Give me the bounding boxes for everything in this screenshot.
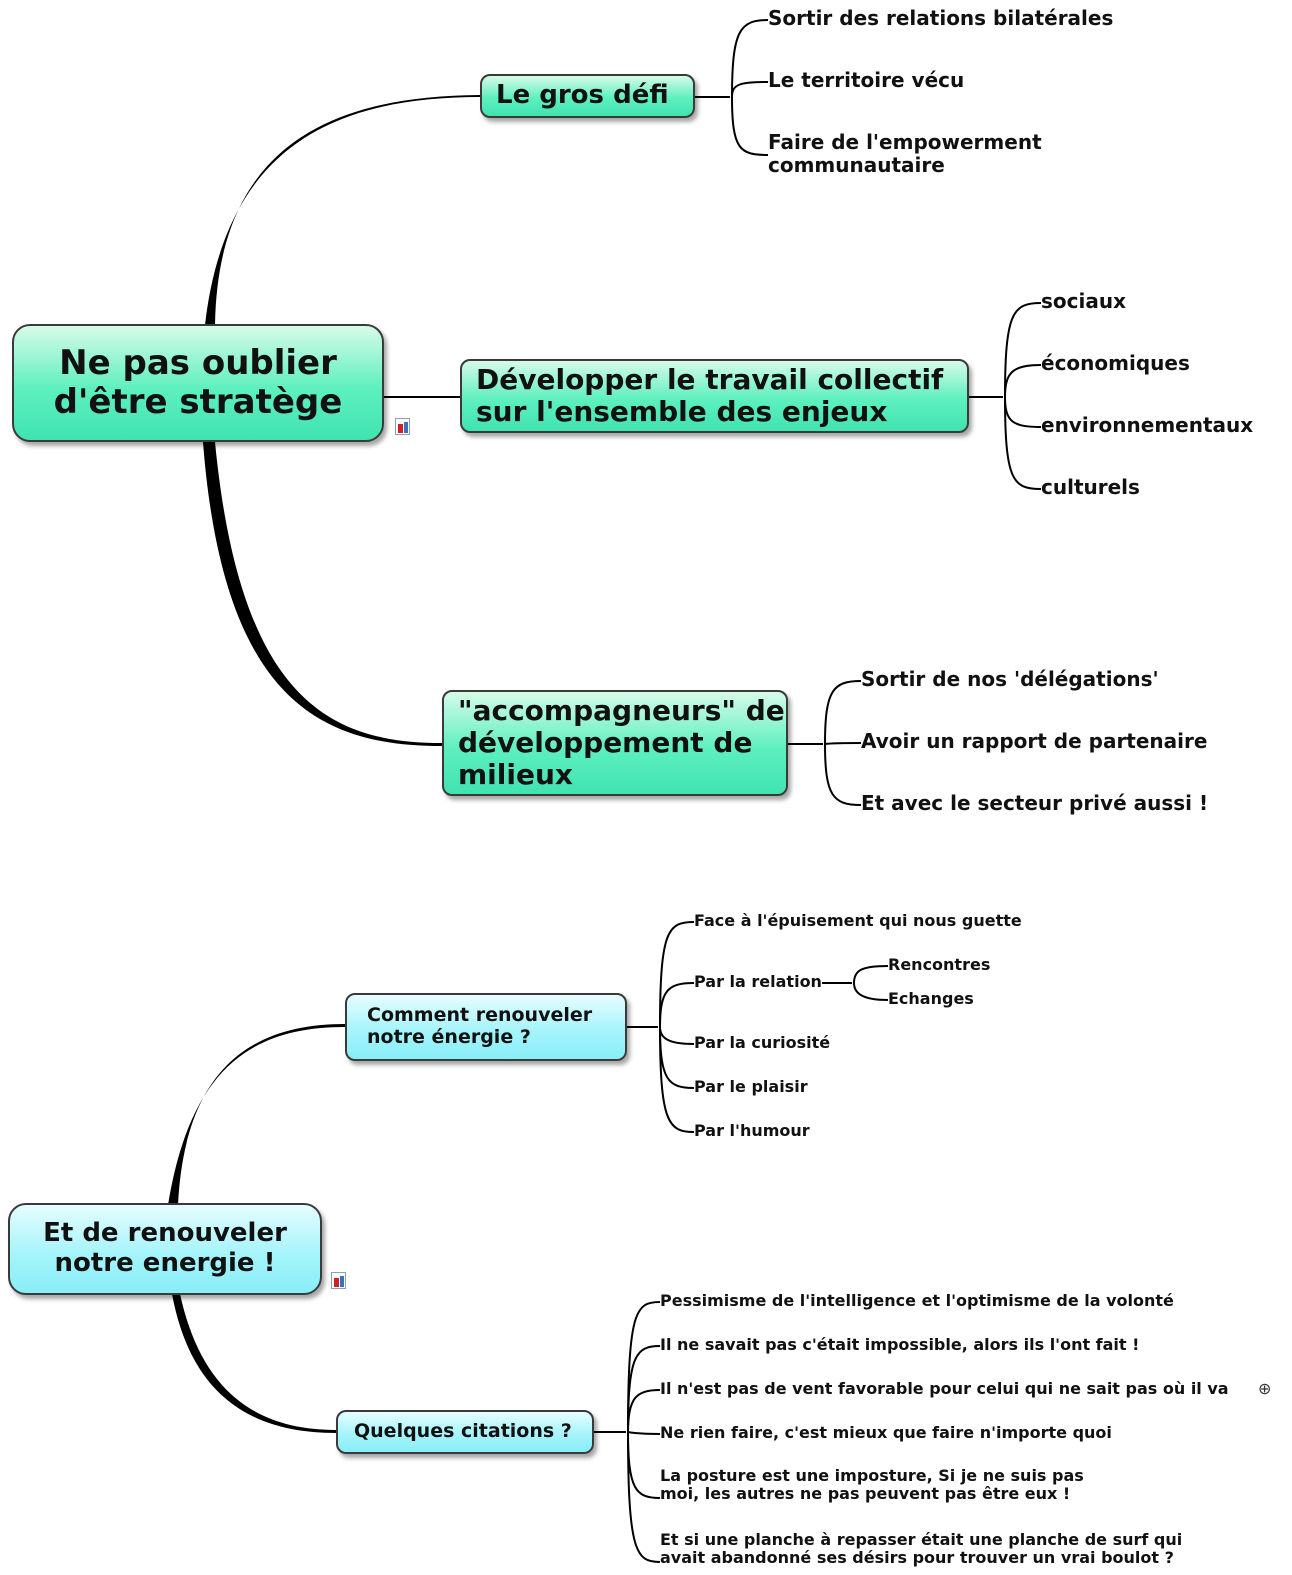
subtopic-item[interactable]: Par la curiosité [694, 1033, 831, 1052]
citation-item[interactable]: Il ne savait pas c'était impossible, alo… [660, 1335, 1140, 1354]
branch-accompagneurs [203, 442, 442, 746]
subtopic-item[interactable]: Le territoire vécu [768, 68, 965, 92]
subtopic-item[interactable]: Echanges [888, 989, 974, 1008]
note-icon[interactable] [331, 1272, 346, 1289]
central-topic-energie[interactable]: Et de renouveler notre energie ! [8, 1203, 322, 1295]
topic-label: "accompagneurs" de développement de mili… [458, 693, 785, 792]
subtopic-item[interactable]: Faire de l'empowerment communautaire [768, 130, 1042, 177]
citation-item[interactable]: Pessimisme de l'intelligence et l'optimi… [660, 1291, 1174, 1310]
topic-label: Développer le travail collectif sur l'en… [476, 362, 944, 428]
branch-le-gros-defi [205, 95, 480, 325]
subtopic-item[interactable]: Et avec le secteur privé aussi ! [861, 791, 1209, 815]
topic-developper-travail-collectif[interactable]: Développer le travail collectif sur l'en… [460, 359, 969, 433]
subtopic-item[interactable]: environnementaux [1041, 413, 1254, 437]
topic-label: Quelques citations ? [354, 1420, 572, 1443]
central-topic-label: Et de renouveler notre energie ! [43, 1218, 287, 1278]
topic-comment-renouveler[interactable]: Comment renouveler notre énergie ? [345, 993, 627, 1061]
branch-comment-renouveler [168, 1024, 345, 1205]
subtopic-item[interactable]: économiques [1041, 351, 1190, 375]
branch-developper [384, 396, 460, 398]
citation-item[interactable]: Et si une planche à repasser était une p… [660, 1530, 1183, 1568]
topic-label: Comment renouveler notre énergie ? [367, 1004, 593, 1048]
topic-quelques-citations[interactable]: Quelques citations ? [336, 1410, 594, 1454]
subtopic-item[interactable]: Rencontres [888, 955, 991, 974]
subtopic-item[interactable]: Par l'humour [694, 1121, 810, 1140]
subtopic-item[interactable]: culturels [1041, 475, 1140, 499]
citation-item[interactable]: Il n'est pas de vent favorable pour celu… [660, 1379, 1229, 1398]
subtopic-item[interactable]: Par la relation [694, 972, 822, 991]
subtopic-item[interactable]: Sortir de nos 'délégations' [861, 667, 1159, 691]
plus-circle-icon[interactable]: ⊕ [1258, 1379, 1272, 1398]
subtopic-item[interactable]: sociaux [1041, 289, 1126, 313]
citation-item[interactable]: Ne rien faire, c'est mieux que faire n'i… [660, 1423, 1112, 1442]
subtopic-item[interactable]: Sortir des relations bilatérales [768, 6, 1114, 30]
subtopic-item[interactable]: Par le plaisir [694, 1077, 808, 1096]
central-topic-label: Ne pas oublier d'être stratège [53, 342, 343, 422]
citation-item[interactable]: La posture est une imposture, Si je ne s… [660, 1466, 1084, 1504]
topic-label: Le gros défi [496, 80, 669, 111]
subtopic-item[interactable]: Avoir un rapport de partenaire [861, 729, 1208, 753]
topic-le-gros-defi[interactable]: Le gros défi [480, 74, 695, 118]
branch-quelques-citations [172, 1294, 336, 1433]
central-topic-strategie[interactable]: Ne pas oublier d'être stratège [12, 324, 384, 442]
note-icon[interactable] [395, 418, 410, 435]
topic-accompagneurs[interactable]: "accompagneurs" de développement de mili… [442, 690, 788, 796]
subtopic-item[interactable]: Face à l'épuisement qui nous guette [694, 911, 1022, 930]
